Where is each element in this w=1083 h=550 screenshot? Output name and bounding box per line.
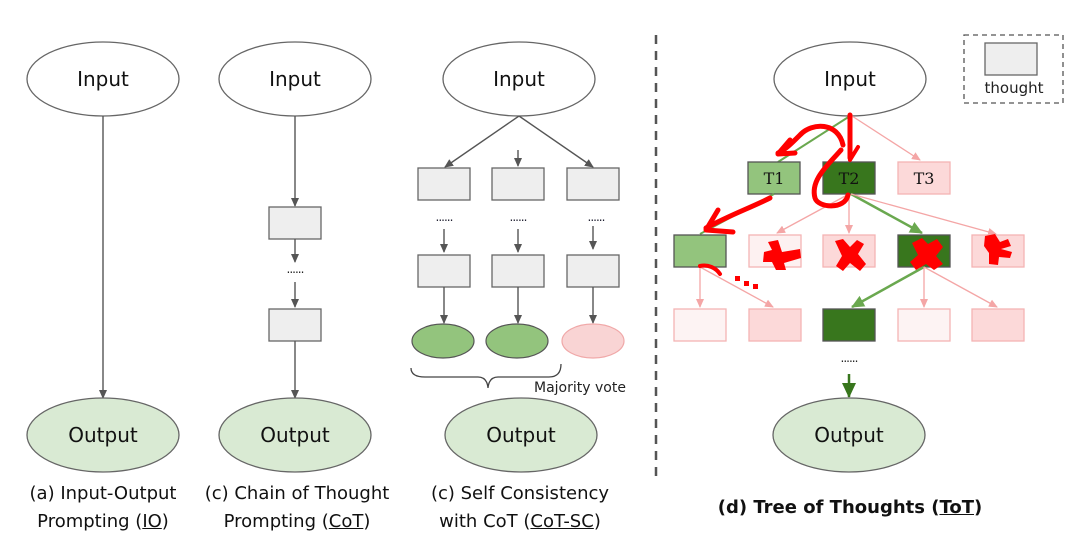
caption-io-suffix: ) xyxy=(161,511,169,532)
caption-cotsc: (c) Self Consistency with CoT (CoT-SC) xyxy=(415,480,625,536)
caption-cot-prefix: Prompting ( xyxy=(223,511,329,532)
cotsc-thought xyxy=(491,254,545,288)
scribble-arrowhead-t1 xyxy=(775,137,798,157)
cross-mark xyxy=(835,239,866,271)
legend-thought-swatch xyxy=(984,42,1038,76)
red-scribble-annotations xyxy=(698,112,860,276)
tot-input-label: Input xyxy=(824,67,876,91)
cot-output-node xyxy=(218,397,372,473)
tot-t3-label: T3 xyxy=(914,169,935,188)
cotsc-answer-bad xyxy=(561,323,625,359)
scribble-arrowhead-l2 xyxy=(703,207,736,235)
cot-thought-1 xyxy=(268,206,322,240)
scribble-dot xyxy=(753,284,758,289)
legend-box xyxy=(963,34,1064,104)
caption-cot-line2: Prompting (CoT) xyxy=(192,508,402,536)
caption-tot-suffix: ) xyxy=(974,497,983,518)
tot-edge-good xyxy=(850,192,923,235)
tot-diagram: Input T1 T2 T3 .. xyxy=(673,41,1025,473)
tot-t2-label: T2 xyxy=(839,169,860,188)
caption-cot-abbr: CoT xyxy=(328,511,364,532)
majority-vote-brace xyxy=(410,363,562,389)
caption-io-prefix: Prompting ( xyxy=(37,511,143,532)
cotsc-answer-good xyxy=(485,323,549,359)
tot-thought-l3-4 xyxy=(897,308,951,342)
tot-thought-l2-1 xyxy=(673,234,727,268)
scribble-arrow-to-l2 xyxy=(703,195,773,231)
tot-thought-l3-5 xyxy=(971,308,1025,342)
cotsc-ellipsis: ...... xyxy=(588,210,605,224)
tot-ellipsis: ...... xyxy=(841,351,858,365)
io-output-node xyxy=(26,397,180,473)
scribble-loop-t2 xyxy=(811,147,851,209)
scribble-arrowhead-t2 xyxy=(848,145,860,162)
io-input-label: Input xyxy=(77,67,129,91)
cotsc-edge xyxy=(518,115,594,168)
tot-edge-bad xyxy=(923,266,998,308)
caption-tot: (d) Tree of Thoughts (ToT) xyxy=(690,494,1010,522)
cross-mark xyxy=(910,238,943,270)
scribble-backtrack xyxy=(698,263,722,276)
caption-io: (a) Input-Output Prompting (IO) xyxy=(18,480,188,536)
tot-edge-good xyxy=(851,265,925,309)
tot-thought-l3-1 xyxy=(673,308,727,342)
cross-mark xyxy=(984,234,1012,265)
cotsc-output-node xyxy=(444,397,598,473)
cot-output-label: Output xyxy=(260,423,330,447)
tot-thought-l3-3 xyxy=(822,308,876,342)
caption-cot-suffix: ) xyxy=(363,511,371,532)
red-scribble-dots xyxy=(735,276,758,289)
cot-diagram: Input ...... Output xyxy=(218,41,372,473)
caption-cotsc-line1: (c) Self Consistency xyxy=(430,483,610,504)
cotsc-edge xyxy=(444,115,520,168)
legend-label: thought xyxy=(985,79,1044,97)
tot-output-node xyxy=(772,397,926,473)
caption-cotsc-line2: with CoT (CoT-SC) xyxy=(415,508,625,536)
caption-tot-prefix: (d) Tree of Thoughts ( xyxy=(717,497,940,518)
legend: thought xyxy=(963,34,1064,104)
tot-edge-bad xyxy=(699,266,774,308)
tot-thought-t3 xyxy=(897,161,951,195)
tot-thought-l3-2 xyxy=(748,308,802,342)
scribble-dot xyxy=(744,281,749,286)
tot-edge-bad xyxy=(850,193,997,236)
caption-cot: (c) Chain of Thought Prompting (CoT) xyxy=(192,480,402,536)
io-diagram: Input Output xyxy=(26,41,180,473)
caption-cotsc-prefix: with CoT ( xyxy=(439,511,531,532)
tot-output-label: Output xyxy=(814,423,884,447)
cross-mark xyxy=(763,240,801,270)
cot-thought-2 xyxy=(268,308,322,342)
scribble-dot xyxy=(735,276,740,281)
cotsc-thought xyxy=(566,167,620,201)
cotsc-thought xyxy=(566,254,620,288)
cotsc-input-label: Input xyxy=(493,67,545,91)
caption-io-line2: Prompting (IO) xyxy=(18,508,188,536)
tot-edge-bad xyxy=(776,193,850,234)
caption-io-abbr: IO xyxy=(142,511,162,532)
caption-cotsc-suffix: ) xyxy=(593,511,601,532)
cotsc-thought xyxy=(417,254,471,288)
majority-vote-label: Majority vote xyxy=(534,380,626,396)
cotsc-output-label: Output xyxy=(486,423,556,447)
cotsc-thought xyxy=(491,167,545,201)
tot-t1-label: T1 xyxy=(764,169,785,188)
io-output-label: Output xyxy=(68,423,138,447)
cotsc-diagram: Input ...... ...... ...... Majority vote… xyxy=(410,41,626,473)
caption-cot-line1: (c) Chain of Thought xyxy=(204,483,390,504)
caption-tot-abbr: ToT xyxy=(939,497,975,518)
cotsc-ellipsis: ...... xyxy=(436,210,453,224)
cotsc-thought xyxy=(417,167,471,201)
tot-edge-bad xyxy=(851,115,921,161)
cot-ellipsis: ...... xyxy=(287,262,304,276)
cotsc-answer-good xyxy=(411,323,475,359)
caption-cotsc-abbr: CoT-SC xyxy=(530,511,594,532)
cot-input-label: Input xyxy=(269,67,321,91)
red-cross-marks xyxy=(763,234,1012,271)
cotsc-ellipsis: ...... xyxy=(510,210,527,224)
tot-thought-t1 xyxy=(747,161,801,195)
caption-io-line1: (a) Input-Output xyxy=(29,483,177,504)
